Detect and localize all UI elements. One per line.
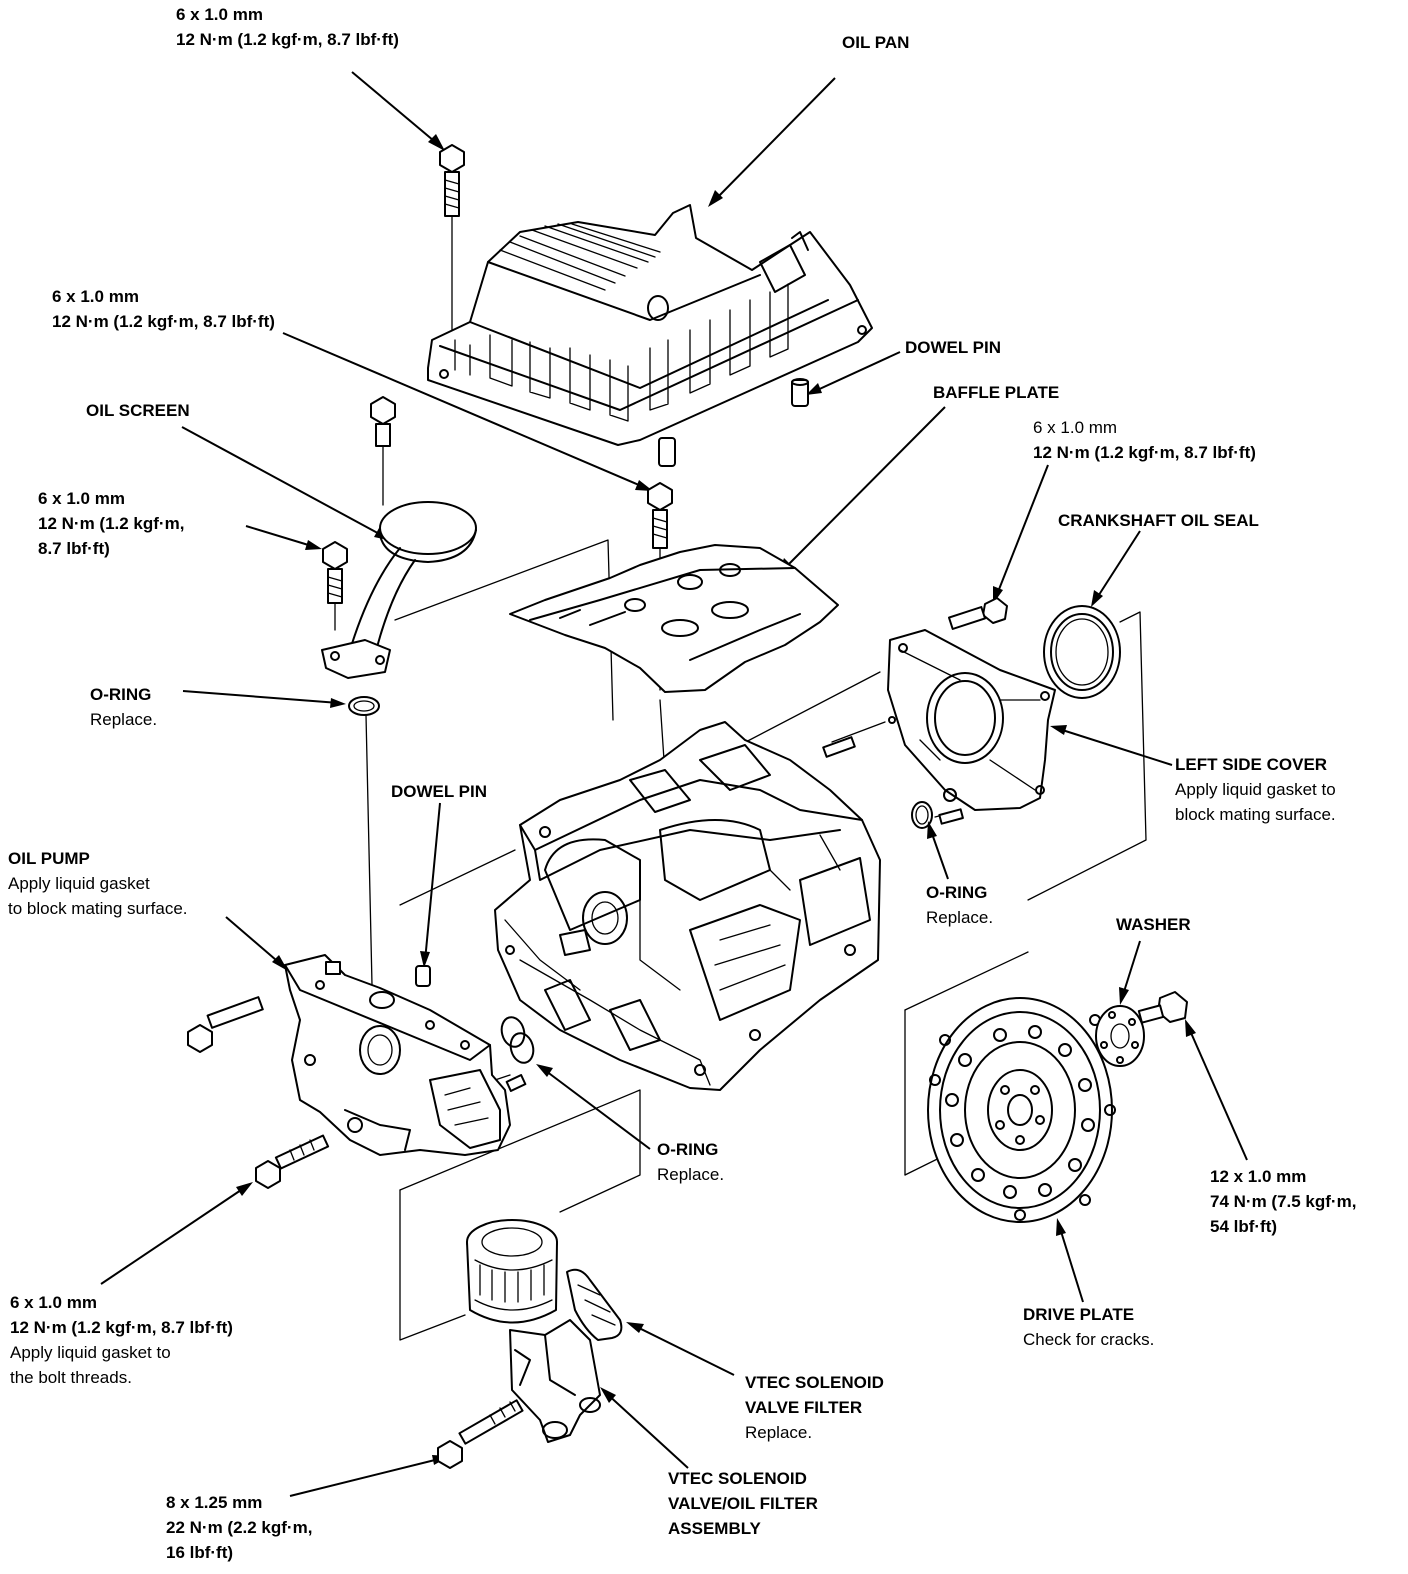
bolt-mid-torque: 12 N·m (1.2 kgf·m, 8.7 lbf·ft) <box>52 312 275 331</box>
left-side-cover <box>887 597 1056 811</box>
oil-screen <box>321 501 477 679</box>
oil-pump-label: OIL PUMP Apply liquid gasket to block ma… <box>8 846 188 921</box>
oil-pan-name: OIL PAN <box>842 33 910 52</box>
bolt-drive-plate-spec: 12 x 1.0 mm 74 N·m (7.5 kgf·m, 54 lbf·ft… <box>1210 1164 1356 1239</box>
bolt-drive-plate-size: 12 x 1.0 mm <box>1210 1167 1307 1186</box>
crankshaft-oil-seal-name: CRANKSHAFT OIL SEAL <box>1058 511 1259 530</box>
bolt-pump-note-1: Apply liquid gasket to <box>10 1343 171 1362</box>
dowel-pin-upper-name: DOWEL PIN <box>905 338 1002 357</box>
vtec-solenoid-valve-filter <box>566 1268 623 1341</box>
bolt-oil-screen-torque-2: 8.7 lbf·ft) <box>38 539 110 558</box>
oil-pump-name: OIL PUMP <box>8 849 90 868</box>
washer <box>1095 1005 1145 1067</box>
filter-bolt <box>437 1399 524 1469</box>
crankshaft-oil-seal <box>1043 605 1121 699</box>
vtec-filter-note: Replace. <box>745 1423 813 1442</box>
left-side-cover-name: LEFT SIDE COVER <box>1175 755 1328 774</box>
oil-screen-bolt <box>322 541 348 604</box>
bolt-drive-plate-torque-2: 54 lbf·ft) <box>1210 1217 1278 1236</box>
o-ring-pump-name: O-RING <box>657 1140 719 1159</box>
drive-plate-bolt <box>1137 991 1188 1024</box>
bolt-pump-torque: 12 N·m (1.2 kgf·m, 8.7 lbf·ft) <box>10 1318 233 1337</box>
left-side-cover-note-2: block mating surface. <box>1175 805 1336 824</box>
bolt-left-cover-torque: 12 N·m (1.2 kgf·m, 8.7 lbf·ft) <box>1033 443 1256 462</box>
vtec-assembly-name-1: VTEC SOLENOID <box>668 1469 807 1488</box>
bolt-mid-size: 6 x 1.0 mm <box>52 287 139 306</box>
vtec-solenoid-oil-filter-assembly <box>466 1219 601 1443</box>
bolt-top-torque: 12 N·m (1.2 kgf·m, 8.7 lbf·ft) <box>176 30 399 49</box>
oil-screen-name: OIL SCREEN <box>86 401 190 420</box>
drive-plate-label: DRIVE PLATE Check for cracks. <box>1023 1302 1154 1352</box>
o-ring-screen-label: O-RING Replace. <box>90 682 157 732</box>
o-ring-screen <box>348 696 380 716</box>
o-ring-cover-note: Replace. <box>926 908 994 927</box>
bolt-top-spec: 6 x 1.0 mm 12 N·m (1.2 kgf·m, 8.7 lbf·ft… <box>176 2 399 52</box>
vtec-assembly-name-3: ASSEMBLY <box>668 1519 761 1538</box>
bolt-pump-note-2: the bolt threads. <box>10 1368 132 1387</box>
engine-block <box>494 721 964 1091</box>
vtec-assembly-label: VTEC SOLENOID VALVE/OIL FILTER ASSEMBLY <box>668 1466 818 1541</box>
vtec-assembly-name-2: VALVE/OIL FILTER <box>668 1494 818 1513</box>
bolt-left-cover-spec: 6 x 1.0 mm 12 N·m (1.2 kgf·m, 8.7 lbf·ft… <box>1033 415 1256 465</box>
oil-pump <box>284 954 527 1156</box>
o-ring-pump <box>500 1016 535 1064</box>
bolt-oil-screen-spec: 6 x 1.0 mm 12 N·m (1.2 kgf·m, 8.7 lbf·ft… <box>38 486 184 561</box>
bolt-filter-torque: 22 N·m (2.2 kgf·m, <box>166 1518 313 1537</box>
oil-screen-bolt-upper <box>370 396 396 447</box>
o-ring-cover <box>911 801 933 829</box>
baffle-plate <box>509 544 839 693</box>
bolt-filter-size: 8 x 1.25 mm <box>166 1493 263 1512</box>
bolt-left-cover-size: 6 x 1.0 mm <box>1033 418 1118 437</box>
bolt-oil-screen-torque: 12 N·m (1.2 kgf·m, <box>38 514 185 533</box>
o-ring-pump-label: O-RING Replace. <box>657 1137 724 1187</box>
crankshaft-oil-seal-label: CRANKSHAFT OIL SEAL <box>1058 508 1259 533</box>
oil-pump-note-2: to block mating surface. <box>8 899 188 918</box>
vtec-filter-name-1: VTEC SOLENOID <box>745 1373 884 1392</box>
drive-plate <box>927 997 1116 1223</box>
baffle-plate-name: BAFFLE PLATE <box>933 383 1060 402</box>
o-ring-screen-name: O-RING <box>90 685 152 704</box>
dowel-pin-upper-label: DOWEL PIN <box>905 335 1001 360</box>
left-side-cover-note-1: Apply liquid gasket to <box>1175 780 1336 799</box>
bolt-filter-torque-2: 16 lbf·ft) <box>166 1543 234 1562</box>
left-side-cover-label: LEFT SIDE COVER Apply liquid gasket to b… <box>1175 752 1336 827</box>
baffle-plate-label: BAFFLE PLATE <box>933 380 1059 405</box>
drive-plate-name: DRIVE PLATE <box>1023 1305 1135 1324</box>
alignment-lines <box>334 214 1147 1341</box>
drive-plate-note: Check for cracks. <box>1023 1330 1155 1349</box>
bolt-top-size: 6 x 1.0 mm <box>176 5 263 24</box>
dowel-pin-lower-name: DOWEL PIN <box>391 782 488 801</box>
oil-pan-label: OIL PAN <box>842 30 909 55</box>
oil-pan <box>427 204 873 467</box>
bolt-pump-size: 6 x 1.0 mm <box>10 1293 97 1312</box>
vtec-filter-label: VTEC SOLENOID VALVE FILTER Replace. <box>745 1370 884 1445</box>
vtec-filter-name-2: VALVE FILTER <box>745 1398 863 1417</box>
bolt-mid-spec: 6 x 1.0 mm 12 N·m (1.2 kgf·m, 8.7 lbf·ft… <box>52 284 275 334</box>
washer-name: WASHER <box>1116 915 1191 934</box>
washer-label: WASHER <box>1116 912 1191 937</box>
bolt-oil-screen-size: 6 x 1.0 mm <box>38 489 125 508</box>
o-ring-screen-note: Replace. <box>90 710 158 729</box>
o-ring-pump-note: Replace. <box>657 1165 725 1184</box>
bolt-filter-spec: 8 x 1.25 mm 22 N·m (2.2 kgf·m, 16 lbf·ft… <box>166 1490 312 1565</box>
o-ring-cover-label: O-RING Replace. <box>926 880 993 930</box>
bolt-pump-spec: 6 x 1.0 mm 12 N·m (1.2 kgf·m, 8.7 lbf·ft… <box>10 1290 233 1390</box>
bolt-drive-plate-torque: 74 N·m (7.5 kgf·m, <box>1210 1192 1357 1211</box>
o-ring-cover-name: O-RING <box>926 883 988 902</box>
dowel-pin-lower <box>415 965 431 987</box>
oil-pump-note-1: Apply liquid gasket <box>8 874 150 893</box>
dowel-pin-upper <box>791 378 809 407</box>
oil-pump-bolt-lower <box>255 1134 330 1189</box>
oil-pan-bolt-top <box>439 144 465 217</box>
baffle-plate-bolt <box>647 482 673 549</box>
oil-screen-label: OIL SCREEN <box>86 398 190 423</box>
dowel-pin-lower-label: DOWEL PIN <box>391 779 487 804</box>
oil-pump-bolt-upper <box>187 996 264 1053</box>
